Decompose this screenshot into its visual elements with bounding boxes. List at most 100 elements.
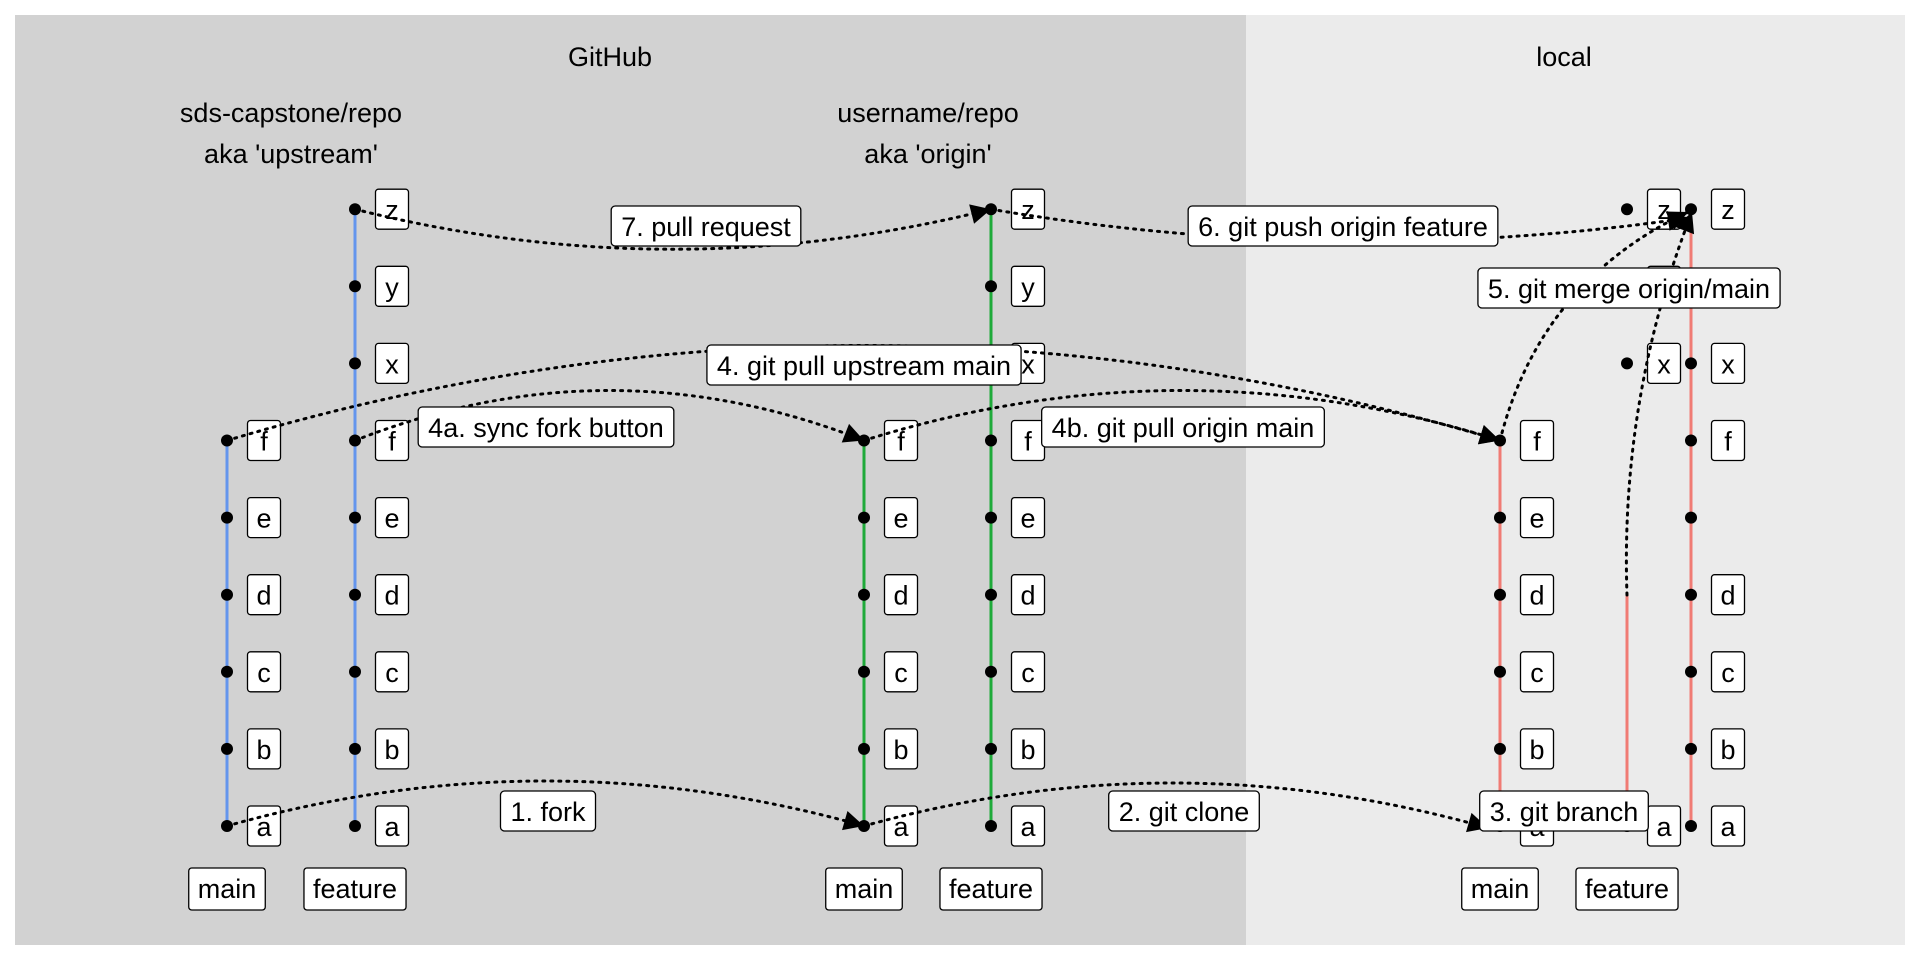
or-main-name-box [825, 867, 903, 911]
up-main-commit-f-box [246, 419, 282, 462]
up-main-name-box [188, 867, 266, 911]
lo-main-commit-c-box [1519, 651, 1555, 693]
up-feature-commit-e-label: e [384, 504, 399, 534]
or-feature-commit-z-box [1010, 188, 1046, 230]
up-main-commit-d-dot [221, 588, 233, 601]
lo-main-commit-d-box [1519, 574, 1555, 616]
or-feature-commit-e-box [1010, 496, 1046, 539]
up-feature-commit-d-label: d [384, 581, 399, 611]
lo-feature-commit-x-dot [1621, 357, 1633, 370]
step-push-box [1187, 205, 1499, 247]
lo-main-commit-c-dot [1494, 665, 1506, 678]
lo-feature-merged-commit-c-box [1710, 651, 1746, 693]
github-region-title: GitHub [568, 42, 652, 72]
or-feature-commit-e-label: e [1020, 504, 1035, 534]
up-feature-commit-x-box [374, 342, 410, 385]
lo-feature-merged-commit-a-label: a [1720, 812, 1736, 842]
up-feature-commit-b-label: b [384, 735, 399, 765]
lo-feature-merged-commit-z-box [1710, 188, 1746, 230]
lo-feature-merged-commit-z-label: z [1721, 195, 1735, 225]
up-feature-commit-b-box [374, 728, 410, 770]
up-main-commit-c-dot [221, 665, 233, 678]
or-main-commit-c-label: c [894, 658, 908, 688]
up-feature-commit-e-box [374, 496, 410, 539]
up-feature-commit-a-box [374, 805, 410, 847]
step-arrowhead-9 [1666, 210, 1688, 231]
or-feature-commit-y-label: y [1021, 272, 1035, 302]
step-arrow-10 [353, 207, 993, 251]
step-arrow-9 [989, 207, 1690, 243]
step-sync-fork-box [417, 406, 675, 448]
or-feature-commit-a-dot [985, 820, 997, 832]
or-feature-commit-a-box [1010, 805, 1046, 847]
up-feature-name-box [303, 867, 407, 911]
up-main-commit-f-label: f [260, 427, 268, 457]
or-feature-commit-d-label: d [1020, 581, 1035, 611]
lo-feature-merged-commit-x-dot [1685, 357, 1697, 370]
up-feature-commit-a-dot [349, 820, 361, 832]
up-feature-commit-a-label: a [384, 812, 400, 842]
lo-main-commit-d-label: d [1529, 581, 1544, 611]
up-feature-commit-c-label: c [385, 658, 399, 688]
step-arrowhead-6 [1477, 424, 1500, 445]
or-feature-commit-x-label: x [1021, 349, 1035, 379]
or-feature-commit-b-box [1010, 728, 1046, 770]
up-feature-commit-d-box [374, 574, 410, 616]
lo-main-commit-b-label: b [1529, 735, 1544, 765]
or-main-commit-c-dot [858, 665, 870, 678]
lo-main-name-label: main [1471, 874, 1530, 904]
up-feature-commit-d-dot [349, 588, 361, 601]
step-pr-label: 7. pull request [621, 212, 791, 242]
up-main-commit-a-label: a [256, 812, 272, 842]
or-main-commit-f-label: f [897, 427, 905, 457]
step-branch-box [1479, 790, 1649, 832]
or-feature-name-box [939, 867, 1043, 911]
up-feature-commit-x-dot [349, 357, 361, 370]
or-feature-commit-y-dot [985, 280, 997, 293]
step-arrowhead-1 [842, 810, 864, 831]
lo-feature-merged-commit-x-box [1710, 342, 1746, 385]
lo-main-commit-e-label: e [1529, 504, 1544, 534]
lo-feature-merged-commit-f-dot [1685, 434, 1697, 447]
up-feature-commit-b-dot [349, 742, 361, 755]
or-main-commit-d-box [883, 574, 919, 616]
up-feature-commit-y-dot [349, 280, 361, 293]
or-main-name-label: main [835, 874, 894, 904]
lo-feature-merged-commit-f-label: f [1724, 427, 1732, 457]
up-feature-commit-z-box [374, 188, 410, 230]
step-arrow-6 [862, 389, 1502, 442]
up-feature-commit-f-box [374, 419, 410, 462]
lo-feature-merged-commit-d-box [1710, 574, 1746, 616]
step-merge-label: 5. git merge origin/main [1488, 274, 1770, 304]
up-main-commit-e-dot [221, 511, 233, 524]
lo-feature-merged-commit-b-label: b [1720, 735, 1735, 765]
lo-main-name-box [1461, 867, 1539, 911]
upstream-repo-alias: aka 'upstream' [204, 139, 378, 169]
lo-feature-name-box [1575, 867, 1679, 911]
lo-main-commit-e-dot [1494, 511, 1506, 524]
lo-feature-commit-x-label: x [1657, 349, 1671, 379]
step-pull-origin-box [1041, 406, 1325, 448]
lo-feature-merged-commit-a-dot [1685, 820, 1697, 832]
lo-feature-merged-commit-b-box [1710, 728, 1746, 770]
lo-feature-merged-commit-c-dot [1685, 665, 1697, 678]
up-feature-commit-y-box [374, 265, 410, 307]
or-main-commit-e-dot [858, 511, 870, 524]
lo-feature-commit-z-label: z [1657, 195, 1671, 225]
up-feature-commit-f-label: f [388, 427, 396, 457]
or-feature-commit-z-label: z [1021, 195, 1035, 225]
lo-main-commit-f-box [1519, 419, 1555, 462]
lo-main-commit-b-box [1519, 728, 1555, 770]
up-main-commit-a-box [246, 805, 282, 847]
or-main-commit-e-box [883, 496, 919, 539]
up-feature-commit-c-dot [349, 665, 361, 678]
origin-repo-alias: aka 'origin' [864, 139, 991, 169]
or-feature-commit-d-dot [985, 588, 997, 601]
lo-feature-merged-commit-b-dot [1685, 742, 1697, 755]
or-feature-commit-c-box [1010, 651, 1046, 693]
or-feature-commit-f-label: f [1024, 427, 1032, 457]
up-main-commit-e-label: e [256, 504, 271, 534]
or-main-commit-b-dot [858, 742, 870, 755]
up-main-commit-b-dot [221, 742, 233, 755]
local-region [1246, 15, 1905, 945]
